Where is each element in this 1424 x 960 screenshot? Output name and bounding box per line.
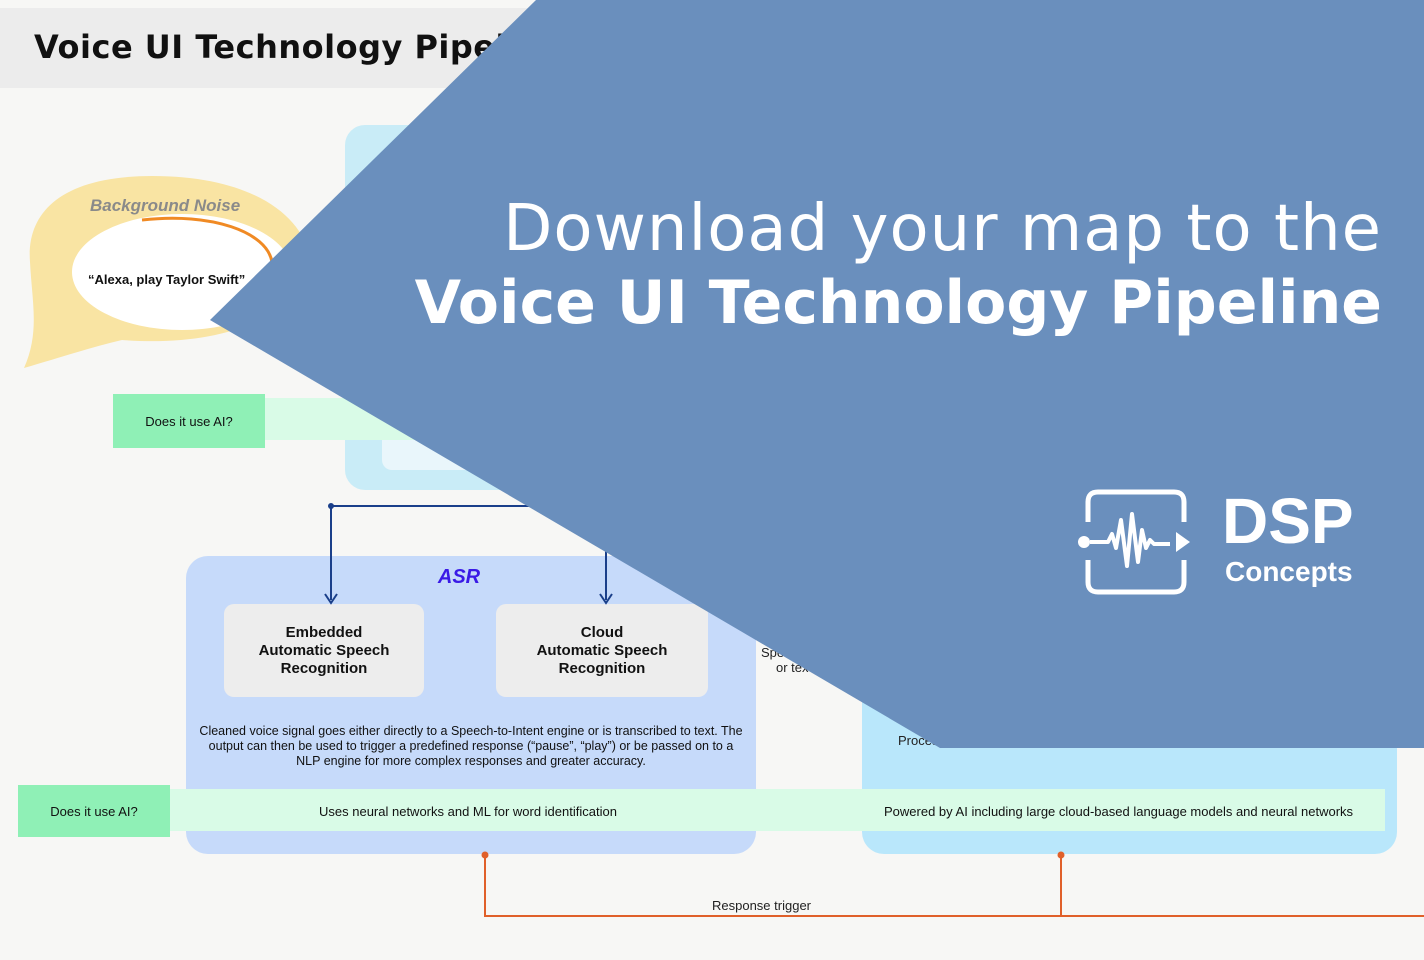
embedded-asr-card: Embedded Automatic Speech Recognition [224, 604, 424, 697]
asr-description: Cleaned voice signal goes either directl… [199, 724, 743, 768]
response-trigger-label: Response trigger [712, 898, 811, 913]
arrowhead-cloud [599, 593, 613, 605]
asr-title: ASR [437, 566, 481, 588]
arrowhead-embedded [324, 593, 338, 605]
response-trigger-lines [484, 855, 1424, 917]
ai-question-box-top: Does it use AI? [113, 394, 265, 448]
ai-answer-cloud: Powered by AI including large cloud-base… [884, 804, 1354, 819]
banner-headline-line2: Voice UI Technology Pipeline [414, 268, 1382, 338]
dsp-waveform-logo-icon [1078, 489, 1190, 595]
logo-wordmark: DSP [1222, 485, 1354, 557]
ai-question-label-bottom: Does it use AI? [50, 803, 138, 819]
cloud-asr-card: Cloud Automatic Speech Recognition [496, 604, 708, 697]
ai-answer-strip-bottom [170, 789, 1385, 831]
user-utterance-quote: “Alexa, play Taylor Swift” [88, 272, 246, 287]
background-noise-label: Background Noise [90, 196, 241, 215]
logo-subtitle: Concepts [1225, 556, 1353, 587]
banner-headline-line1: Download your map to the [503, 192, 1382, 266]
ai-answer-asr: Uses neural networks and ML for word ide… [319, 804, 617, 819]
ai-question-box-bottom: Does it use AI? [18, 785, 170, 837]
page-title: Voice UI Technology Pipeline [34, 28, 564, 66]
arrow-junction-dot [328, 503, 334, 509]
ai-question-label: Does it use AI? [145, 413, 233, 429]
trigger-dot-right [1057, 851, 1065, 859]
trigger-dot-left [481, 851, 489, 859]
